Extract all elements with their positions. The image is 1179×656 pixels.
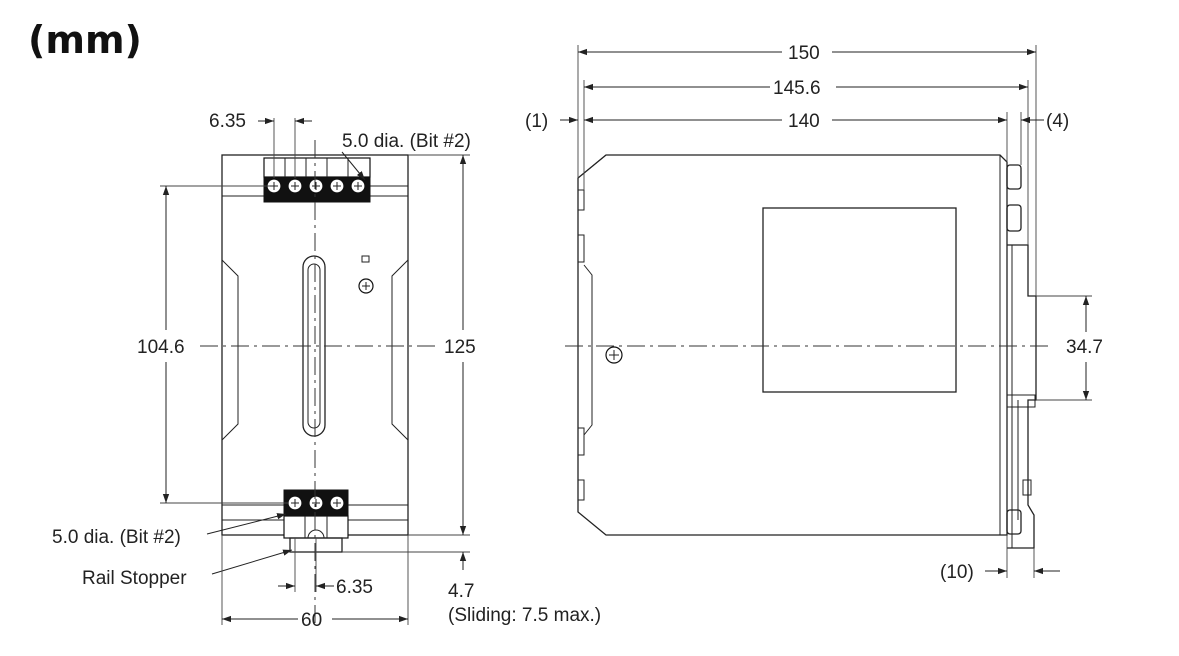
rail-depth-label: (10) <box>940 562 974 583</box>
sliding-note: (Sliding: 7.5 max.) <box>448 605 601 626</box>
side-housing-outline <box>577 154 1008 536</box>
side-view: 150 145.6 140 (1) (4) 34.7 (10) <box>525 43 1103 583</box>
left-grip-recess <box>221 259 239 441</box>
depth-total-label: 150 <box>788 43 820 64</box>
label-window <box>762 207 957 393</box>
front-view: 6.35 5.0 dia. (Bit #2) 104.6 125 5.0 dia… <box>52 111 601 631</box>
right-gap-label: (4) <box>1046 111 1069 132</box>
pitch-bottom-label: 6.35 <box>336 577 373 598</box>
right-grip-recess <box>391 259 409 441</box>
rail-stopper-label: Rail Stopper <box>82 568 187 589</box>
unit-label: (mm) <box>28 18 142 62</box>
led-indicator <box>361 255 370 263</box>
height-total-label: 125 <box>444 337 476 358</box>
din-rail-clip <box>1007 244 1037 549</box>
stopper-offset-label: 4.7 <box>448 581 474 602</box>
left-gap-label: (1) <box>525 111 548 132</box>
depth-body-label: 140 <box>788 111 820 132</box>
bottom-screw-note: 5.0 dia. (Bit #2) <box>52 527 181 548</box>
pitch-top-label: 6.35 <box>209 111 246 132</box>
depth-mid-label: 145.6 <box>773 78 821 99</box>
bottom-terminal-block <box>283 489 349 553</box>
rail-height-label: 34.7 <box>1066 337 1103 358</box>
top-screw-note: 5.0 dia. (Bit #2) <box>342 131 471 152</box>
top-terminal-block <box>263 157 371 203</box>
height-inner-label: 104.6 <box>137 337 185 358</box>
width-label: 60 <box>301 610 322 631</box>
